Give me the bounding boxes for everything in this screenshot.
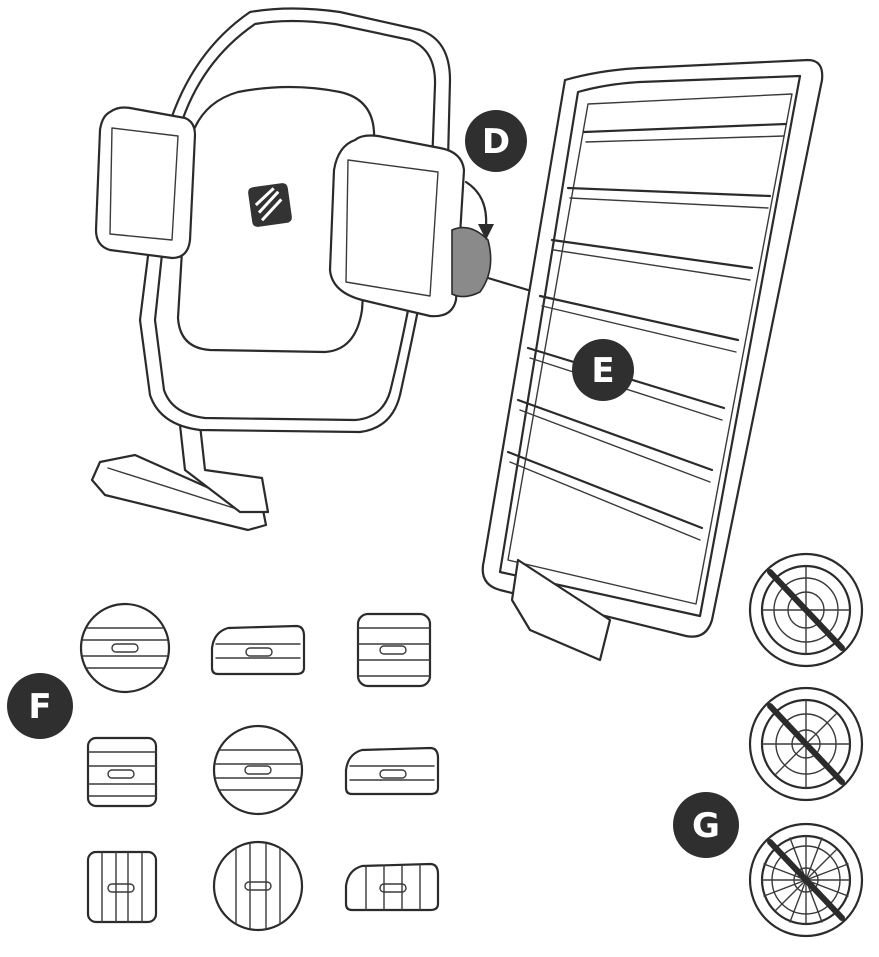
- prohibited-icon: [748, 686, 864, 802]
- bottom-support: [90, 423, 270, 532]
- callout-e-label: E: [591, 351, 614, 391]
- callout-f: F: [7, 673, 73, 739]
- right-grip-arm: [328, 134, 492, 318]
- callout-d-label: D: [482, 122, 510, 162]
- callout-g: G: [673, 792, 739, 858]
- adapter-round-vertical: [212, 840, 304, 932]
- prohibited-icon: [748, 822, 864, 938]
- adapter-half-vertical: [344, 862, 440, 912]
- incompatible-vents: [748, 552, 864, 938]
- callout-e: E: [572, 339, 634, 401]
- rotate-arrow: [464, 180, 488, 228]
- clip-adapters: [79, 602, 440, 932]
- phone-holder: [90, 7, 582, 532]
- left-grip-arm: [94, 106, 197, 260]
- callout-d: D: [465, 110, 527, 172]
- vent-slats: [506, 122, 788, 541]
- adapter-round-horizontal: [79, 602, 171, 694]
- air-vent: [481, 58, 824, 662]
- adapter-square-horizontal-2: [86, 736, 158, 808]
- scosche-logo-icon: [248, 183, 292, 227]
- callout-f-label: F: [28, 687, 51, 727]
- adapter-square-vertical: [86, 850, 158, 924]
- adapter-square-horizontal: [356, 612, 432, 688]
- adapter-half-horizontal-2: [344, 746, 440, 796]
- vent-tab: [510, 558, 612, 662]
- adapter-round-horizontal-2: [212, 724, 304, 816]
- adapter-half-horizontal: [210, 624, 306, 676]
- callout-g-label: G: [692, 806, 720, 846]
- prohibited-icon: [748, 552, 864, 668]
